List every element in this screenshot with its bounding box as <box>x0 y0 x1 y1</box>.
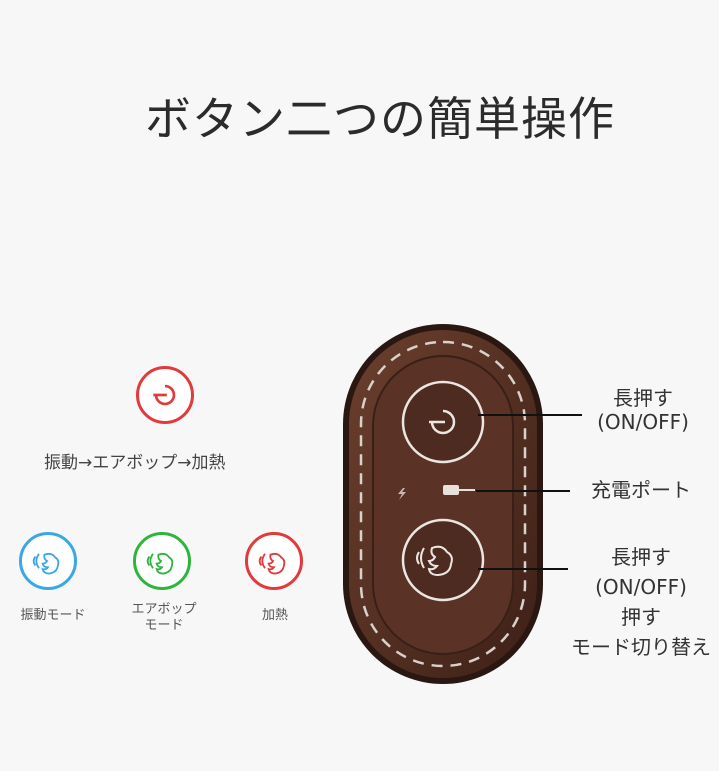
callout-mode-line4: モード切り替え <box>571 635 711 659</box>
mode-airpop-label: エアボップ モード <box>118 602 210 634</box>
power-button[interactable] <box>401 380 485 464</box>
leader-line-power <box>478 414 582 416</box>
callout-charge: 充電ポート <box>591 478 691 502</box>
mode-airpop-label-line2: モード <box>144 618 184 633</box>
mode-vibration-label: 振動モード <box>20 608 86 623</box>
mode-button[interactable] <box>401 518 485 602</box>
charging-port <box>443 485 459 495</box>
callout-mode: 長押す (ON/OFF) 押す モード切り替え <box>566 542 716 662</box>
hand-airpop-icon <box>133 532 191 590</box>
page-title: ボタン二つの簡単操作 <box>145 91 615 146</box>
callout-mode-line1: 長押す <box>611 545 671 569</box>
callout-power: 長押す (ON/OFF) <box>578 386 708 434</box>
callout-power-line2: (ON/OFF) <box>597 410 689 434</box>
power-sequence-text: 振動→エアボップ→加熱 <box>44 453 226 473</box>
callout-mode-line2: (ON/OFF) <box>595 575 687 599</box>
hand-vibration-icon <box>19 532 77 590</box>
leader-line-mode <box>478 568 568 570</box>
callout-mode-line3: 押す <box>621 605 661 629</box>
lightning-icon <box>398 488 406 500</box>
leader-line-charge <box>476 490 570 492</box>
mode-airpop-label-line1: エアボップ <box>131 602 197 617</box>
controller-device <box>343 324 543 684</box>
power-icon <box>136 366 194 424</box>
mode-heat-label: 加熱 <box>261 608 288 623</box>
callout-power-line1: 長押す <box>613 386 673 410</box>
hand-heat-icon <box>245 532 303 590</box>
